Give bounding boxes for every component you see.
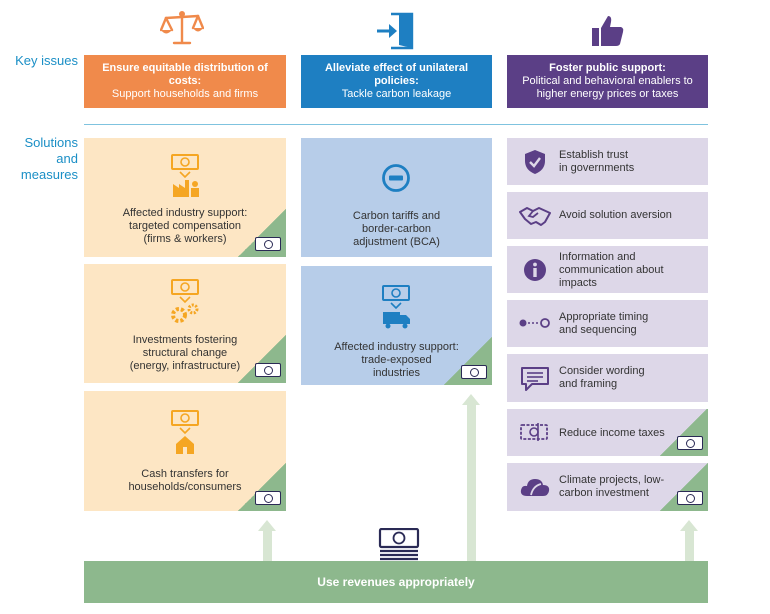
card-carbon-tariffs: Carbon tariffs and border-carbon adjustm… (301, 138, 492, 257)
card-text: Affected industry support: targeted comp… (84, 207, 286, 246)
revenue-arrow-head (680, 520, 698, 531)
card-text-line: Investments fostering (132, 334, 238, 346)
card-text-line: border-carbon (361, 223, 432, 235)
card-text-line: Carbon tariffs and (352, 210, 441, 222)
card-text-line: carbon investment (559, 487, 649, 499)
card-text-line: (firms & workers) (143, 233, 227, 245)
card-text-line: Affected industry support: (122, 207, 248, 219)
card-text-line: and framing (559, 378, 618, 390)
solutions-label-line: measures (20, 167, 78, 182)
card-text-line: communication about (559, 264, 664, 276)
card-text: Appropriate timing and sequencing (559, 311, 702, 337)
card-cash-transfers: Cash transfers for households/consumers (84, 391, 286, 511)
solutions-label-line: and (56, 151, 78, 166)
solutions-label: Solutions and measures (6, 135, 78, 183)
card-information: Information and communication about impa… (507, 246, 708, 293)
card-text-line: Avoid solution aversion (559, 209, 672, 221)
money-bill-icon (255, 363, 281, 377)
card-text-line: (energy, infrastructure) (129, 360, 241, 372)
card-establish-trust: Establish trust in governments (507, 138, 708, 185)
revenue-arrow (263, 531, 272, 561)
cloud-leaf-icon (520, 479, 550, 496)
thumbs-up-icon (592, 16, 624, 46)
header-unilateral-policies: Alleviate effect of unilateral policies:… (301, 55, 492, 108)
card-text: Reduce income taxes (559, 427, 702, 440)
header-subtitle: Political and behavioral enablers to hig… (522, 75, 693, 100)
card-avoid-aversion: Avoid solution aversion (507, 192, 708, 239)
card-text-line: Appropriate timing (559, 311, 649, 323)
card-text: Avoid solution aversion (559, 209, 702, 222)
card-text-line: structural change (142, 347, 228, 359)
card-text-line: Reduce income taxes (559, 427, 665, 439)
card-climate-projects: Climate projects, low- carbon investment (507, 463, 708, 511)
money-bill-icon (255, 491, 281, 505)
card-text-line: impacts (559, 277, 597, 289)
revenue-arrow-head (258, 520, 276, 531)
money-truck-icon (382, 285, 410, 329)
card-text-line: Consider wording (559, 365, 645, 377)
header-public-support: Foster public support: Political and beh… (507, 55, 708, 108)
revenue-arrow-head (462, 394, 480, 405)
card-trade-exposed: Affected industry support: trade-exposed… (301, 266, 492, 385)
card-text: Consider wording and framing (559, 365, 702, 391)
card-income-taxes: Reduce income taxes (507, 409, 708, 456)
revenue-arrow (467, 405, 476, 561)
card-structural-change: Investments fostering structural change … (84, 264, 286, 383)
money-stack-icon (378, 528, 420, 561)
info-icon (524, 259, 546, 281)
card-text-line: households/consumers (128, 481, 242, 493)
card-text: Affected industry support: trade-exposed… (301, 341, 492, 380)
card-industry-compensation: Affected industry support: targeted comp… (84, 138, 286, 257)
handshake-icon (519, 207, 551, 226)
card-text-line: Affected industry support: (334, 341, 459, 353)
money-bill-icon (461, 365, 487, 379)
money-factory-icon (171, 154, 199, 197)
card-text-line: targeted compensation (129, 220, 241, 232)
header-title: Alleviate effect of unilateral policies: (324, 62, 469, 87)
money-bill-icon (255, 237, 281, 251)
revenue-arrow (685, 531, 694, 561)
card-text: Carbon tariffs and border-carbon adjustm… (301, 210, 492, 249)
money-bill-icon (677, 436, 703, 450)
use-revenues-label: Use revenues appropriately (317, 575, 475, 589)
card-text-line: and sequencing (559, 324, 637, 336)
card-text-line: in governments (559, 162, 635, 174)
header-title: Ensure equitable distribution of costs: (102, 62, 268, 87)
card-text-line: Information and (559, 251, 636, 263)
enter-door-icon (377, 12, 414, 50)
card-wording: Consider wording and framing (507, 354, 708, 402)
timeline-icon (519, 318, 550, 328)
card-timing: Appropriate timing and sequencing (507, 300, 708, 347)
card-text-line: Establish trust (559, 149, 629, 161)
scales-icon (160, 11, 204, 45)
card-text-line: Climate projects, low- (559, 474, 665, 486)
money-gears-icon (171, 279, 199, 323)
card-text: Cash transfers for households/consumers (84, 468, 286, 494)
key-issues-label: Key issues (15, 53, 78, 68)
card-text: Establish trust in governments (559, 149, 702, 175)
card-text: Climate projects, low- carbon investment (559, 474, 702, 500)
solutions-label-line: Solutions (24, 135, 78, 150)
header-title: Foster public support: (549, 62, 666, 74)
money-bill-icon (677, 491, 703, 505)
card-text-line: industries (372, 367, 421, 379)
header-subtitle: Tackle carbon leakage (341, 88, 452, 100)
money-split-icon (520, 423, 548, 441)
card-text-line: adjustment (BCA) (353, 236, 440, 248)
card-text: Information and communication about impa… (559, 251, 702, 290)
card-text-line: trade-exposed (361, 354, 432, 366)
card-text-line: Cash transfers for (141, 468, 229, 480)
shield-check-icon (525, 150, 545, 174)
use-revenues-bar: Use revenues appropriately (84, 561, 708, 603)
money-house-icon (171, 410, 199, 454)
speech-bubble-icon (521, 367, 549, 391)
card-text: Investments fostering structural change … (84, 334, 286, 373)
header-subtitle: Support households and firms (111, 88, 259, 100)
divider-line (84, 124, 708, 125)
header-equitable-distribution: Ensure equitable distribution of costs: … (84, 55, 286, 108)
minus-circle-icon (382, 164, 410, 192)
